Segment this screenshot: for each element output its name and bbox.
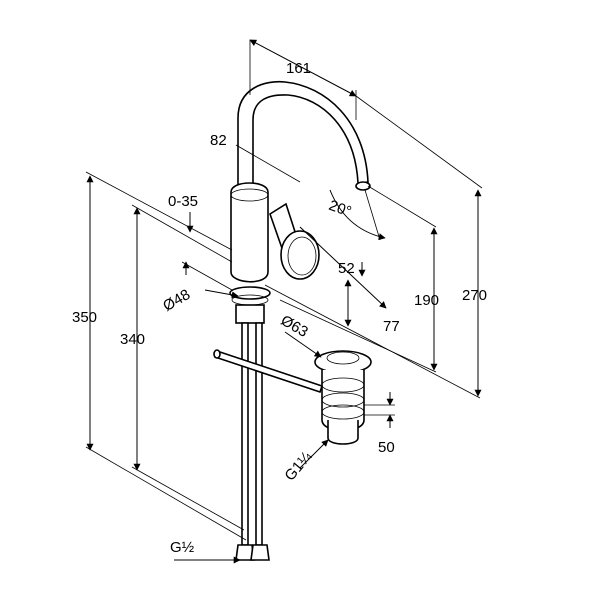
pop-up-waste [213,349,372,445]
label-52: 52 [338,260,355,277]
fixing-nut [235,304,265,324]
label-diameter-63: Ø63 [278,312,311,341]
handle-knob [280,230,320,280]
label-340: 340 [120,331,145,348]
label-190: 190 [414,292,439,309]
label-diameter-48: Ø48 [160,286,193,315]
label-g1-quarter: G1¼ [281,448,315,484]
label-350: 350 [72,309,97,326]
spout-tip [355,181,371,191]
label-77: 77 [383,318,400,335]
spout [237,80,369,191]
faucet-cylinder [230,182,269,283]
label-20-degree: 20° [326,197,353,221]
supply-hose-right [255,322,263,546]
supply-hose-left [241,322,249,546]
hose-nut-right [250,544,270,561]
label-270: 270 [462,287,487,304]
label-161: 161 [286,60,311,77]
dimension-labels: 161 82 0-35 20° Ø48 52 77 Ø63 350 340 19… [72,60,487,556]
dimension-lines [85,39,483,564]
pull-rod [213,349,324,394]
label-50: 50 [378,439,395,456]
waste-flange [314,350,372,374]
faucet-body [229,80,371,561]
label-g-half: G½ [170,539,195,556]
label-0-35: 0-35 [168,193,198,210]
label-82: 82 [210,132,227,149]
